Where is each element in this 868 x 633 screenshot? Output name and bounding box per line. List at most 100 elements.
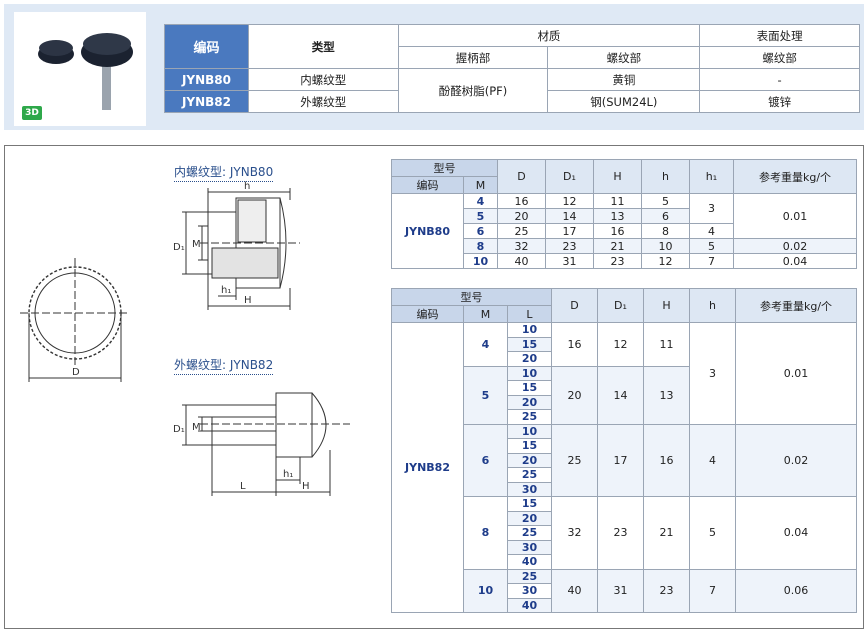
cell-D: 20: [497, 208, 546, 224]
cell-M: 8: [463, 238, 498, 254]
cell-L: 15: [507, 438, 552, 454]
cell-M: 4: [463, 322, 508, 367]
row-code: JYNB80: [164, 68, 249, 91]
cell-H: 21: [643, 496, 690, 570]
cell-M: 5: [463, 208, 498, 224]
cell-H: 11: [643, 322, 690, 367]
table-row: 30: [392, 583, 857, 599]
cell-D: 25: [551, 423, 598, 497]
hdr-D1: D₁: [545, 159, 594, 194]
cell-D1: 31: [597, 568, 644, 613]
cell-D: 25: [497, 223, 546, 239]
dim-D: D: [72, 367, 80, 378]
cell-weight: 0.06: [735, 568, 857, 613]
dim-D1-ext: D₁: [173, 424, 185, 435]
cell-L: 15: [507, 496, 552, 512]
cell-D: 32: [497, 238, 546, 254]
cell-D1: 12: [597, 322, 644, 367]
cell-weight: 0.01: [735, 322, 857, 425]
grip-material: 酚醛树脂(PF): [397, 68, 549, 113]
row-type: 外螺纹型: [247, 90, 399, 113]
row-thread: 钢(SUM24L): [547, 90, 701, 113]
cell-weight: 0.01: [733, 193, 857, 239]
cell-L: 25: [507, 409, 552, 425]
external-caption: 外螺纹型: JYNB82: [174, 356, 274, 375]
badge-3d[interactable]: 3D: [22, 106, 42, 120]
cell-L: 20: [507, 510, 552, 526]
hdr-h: h: [689, 288, 736, 323]
cell-D1: 23: [545, 238, 594, 254]
cell-L: 10: [507, 423, 552, 439]
cell-L: 20: [507, 394, 552, 410]
hdr-M: M: [463, 305, 508, 323]
cell-L: 20: [507, 452, 552, 468]
cell-L: 10: [507, 322, 552, 338]
dim-H: H: [244, 295, 252, 306]
hdr-M: M: [463, 176, 498, 194]
cell-M: 10: [463, 568, 508, 613]
cell-h1: 4: [689, 223, 734, 239]
dim-D1: D₁: [173, 242, 185, 253]
row-thread: 黄铜: [547, 68, 701, 91]
cell-M: 5: [463, 365, 508, 425]
dim-M: M: [192, 239, 201, 250]
internal-caption: 内螺纹型: JYNB80: [174, 163, 274, 182]
cell-H: 16: [593, 223, 642, 239]
cell-H: 21: [593, 238, 642, 254]
row-surface: 镀锌: [699, 90, 860, 113]
cell-H: 13: [643, 365, 690, 425]
cell-D: 32: [551, 496, 598, 570]
cell-h: 12: [641, 253, 690, 269]
dim-h1: h₁: [221, 285, 231, 296]
cell-M: 6: [463, 423, 508, 497]
cell-H: 23: [593, 253, 642, 269]
dim-H-ext: H: [302, 481, 310, 492]
cell-D: 20: [551, 365, 598, 425]
cell-M: 10: [463, 253, 498, 269]
hdr-L: L: [507, 305, 552, 323]
cell-L: 15: [507, 336, 552, 352]
cell-L: 30: [507, 539, 552, 555]
hdr-D: D: [497, 159, 546, 194]
cell-D1: 14: [597, 365, 644, 425]
hdr-D1: D₁: [597, 288, 644, 323]
material-table: 编码 类型 材质 表面处理 握柄部 螺纹部 螺纹部 JYNB80 内螺纹型 酚醛…: [164, 24, 860, 113]
cell-h: 4: [689, 423, 736, 497]
cell-h: 3: [689, 322, 736, 425]
hdr-surface: 表面处理: [699, 24, 860, 47]
cell-h1: 3: [689, 193, 734, 224]
cell-H: 16: [643, 423, 690, 497]
dim-M-ext: M: [192, 422, 201, 433]
cell-D: 16: [497, 193, 546, 209]
product-thumbnail: 3D: [14, 12, 146, 126]
cell-L: 10: [507, 365, 552, 381]
hdr-code: 编码: [391, 305, 464, 323]
hdr-H: H: [643, 288, 690, 323]
spec-banner: 3D 编码 类型 材质 表面处理 握柄部 螺纹部 螺纹部 JYNB80 内螺纹型…: [4, 4, 864, 130]
cell-D1: 12: [545, 193, 594, 209]
cell-h: 8: [641, 223, 690, 239]
cell-h: 10: [641, 238, 690, 254]
hdr-type: 类型: [247, 24, 399, 69]
cell-M: 6: [463, 223, 498, 239]
cell-L: 15: [507, 380, 552, 396]
cell-H: 23: [643, 568, 690, 613]
cell-H: 11: [593, 193, 642, 209]
dim-h: h: [244, 181, 250, 192]
cell-L: 30: [507, 583, 552, 599]
cell-h: 5: [641, 193, 690, 209]
dim-L: L: [240, 481, 246, 492]
cell-D1: 23: [597, 496, 644, 570]
hdr-H: H: [593, 159, 642, 194]
cell-L: 25: [507, 525, 552, 541]
cell-h: 5: [689, 496, 736, 570]
hdr-weight: 参考重量kg/个: [733, 159, 857, 194]
cell-L: 30: [507, 481, 552, 497]
row-code: JYNB82: [164, 90, 249, 113]
cell-H: 13: [593, 208, 642, 224]
hdr-D: D: [551, 288, 598, 323]
cell-weight: 0.04: [733, 253, 857, 269]
